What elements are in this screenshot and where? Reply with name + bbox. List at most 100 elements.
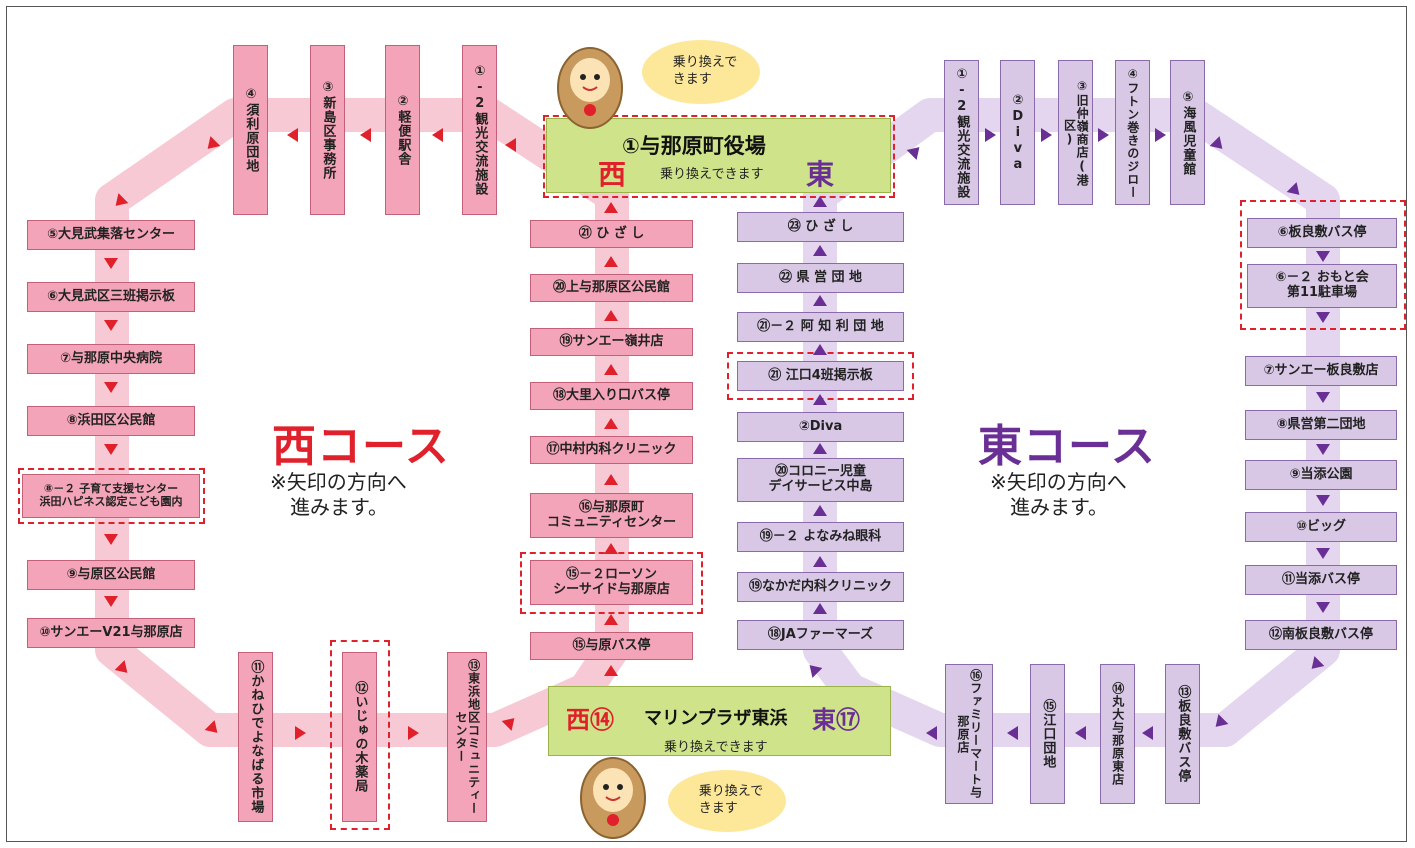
east-stop-19[interactable]: ⑲なかだ内科クリニック [737,572,904,602]
east-arrow-down-1 [1316,251,1330,262]
west-arrow-up-9 [604,202,618,213]
east-arrow-down-7 [1316,602,1330,613]
map-frame [6,6,1407,842]
east-stop-12[interactable]: ⑫南板良敷バス停 [1245,620,1397,650]
east-stop-23[interactable]: ㉓ ひ ざ し [737,212,904,242]
west-arrow-up-6 [604,364,618,375]
east-arrow-left-2 [1075,726,1086,740]
east-arrow-up-8 [813,245,827,256]
west-arrow-up-2 [604,614,618,625]
east-stop-22[interactable]: ㉒ 県 営 団 地 [737,263,904,293]
east-stop-05[interactable]: ⑤海風児童館 [1170,60,1205,205]
east-arrow-right-3 [1098,128,1109,142]
east-stop-02[interactable]: ②Diva [1000,60,1035,205]
east-stop-21-highlight [727,352,914,400]
east-stop-06[interactable]: ⑥板良敷バス停 [1247,218,1397,248]
east-course-title: 東コース [978,421,1156,472]
west-stop-21[interactable]: ㉑ ひ ざ し [530,220,693,248]
east-stop-21[interactable]: ㉑ 江口4班掲示板 [737,361,904,391]
east-stop-19-2[interactable]: ⑲－２ よなみね眼科 [737,522,904,552]
west-arrow-up-3 [604,543,618,554]
bubble-top: 乗り換えで きます [642,40,760,104]
west-stop-03[interactable]: ③新島区事務所 [310,45,345,215]
west-arrow-left-3 [360,128,371,142]
east-arrow-up-4 [813,443,827,454]
west-stop-02[interactable]: ②軽便駅舎 [385,45,420,215]
west-stop-15-2[interactable]: ⑮－２ローソン シーサイド与那原店 [530,560,693,605]
east-arrow-up-7 [813,295,827,306]
west-stop-09[interactable]: ⑨与原区公民館 [27,560,195,590]
east-stop-20[interactable]: ⑳コロニー児童 デイサービス中島 [737,458,904,502]
east-stop-02b[interactable]: ②Diva [737,412,904,442]
east-stop-11[interactable]: ⑪当添バス停 [1245,565,1397,595]
hub-top-east-label: 東 [806,158,835,191]
west-stop-08-2[interactable]: ⑧－２ 子育て支援センター 浜田ハピネス認定こども園内 [22,474,200,518]
east-arrow-down-2 [1316,312,1330,323]
west-stop-10[interactable]: ⑩サンエーV21与那原店 [27,618,195,648]
west-stop-06[interactable]: ⑥大見武区三班掲示板 [27,282,195,312]
east-stop-06-highlight [1240,200,1406,330]
east-stop-21-2[interactable]: ㉑－２ 阿 知 利 団 地 [737,312,904,342]
west-stop-15-2-highlight [520,552,703,614]
east-arrow-up-3 [813,505,827,516]
west-arrow-down-3 [104,382,118,393]
east-stop-04[interactable]: ④フトン巻きのジロー [1115,60,1150,205]
east-stop-08[interactable]: ⑧県営第二団地 [1245,410,1397,440]
west-course-title: 西コース [272,421,450,472]
east-arrow-up-6 [813,344,827,355]
east-arrow-up-2 [813,556,827,567]
west-arrow-down-1 [104,258,118,269]
west-arrow-down-5 [104,534,118,545]
west-arrow-right-2 [408,726,419,740]
west-stop-11[interactable]: ⑪かねひでよなばる市場 [238,652,273,822]
hub-top-name: ①与那原町役場 [622,134,766,158]
east-arrow-up-5 [813,394,827,405]
west-arrow-down-2 [104,320,118,331]
east-stop-03[interactable]: ③旧仲嶺商店(港区) [1058,60,1093,205]
hub-bottom [548,686,891,756]
west-stop-15[interactable]: ⑮与原バス停 [530,632,693,660]
east-arrow-up-9 [813,196,827,207]
east-stop-01-2[interactable]: ①-2観光交流施設 [944,60,979,205]
east-arrow-left-3 [1007,726,1018,740]
east-arrow-down-6 [1316,548,1330,559]
west-stop-01-2[interactable]: ①-2観光交流施設 [462,45,497,215]
hub-top-highlight [543,115,895,198]
west-stop-08[interactable]: ⑧浜田区公民館 [27,406,195,436]
east-stop-06-2[interactable]: ⑥－２ おもと会 第11駐車場 [1247,264,1397,308]
mascot-bottom [580,757,646,839]
west-stop-07[interactable]: ⑦与那原中央病院 [27,344,195,374]
east-stop-14[interactable]: ⑭丸大与那原東店 [1100,664,1135,804]
west-arrow-up-5 [604,418,618,429]
west-stop-16[interactable]: ⑯与那原町 コミュニティセンター [530,493,693,538]
hub-top-sub: 乗り換えできます [660,167,764,182]
hub-bottom-name: マリンプラザ東浜 [644,708,788,729]
west-stop-12[interactable]: ⑫いじゅの木薬局 [342,652,377,822]
east-course-note: ※矢印の方向へ 進みます。 [990,470,1127,519]
east-stop-18[interactable]: ⑱JAファーマーズ [737,620,904,650]
east-stop-15[interactable]: ⑮江口団地 [1030,664,1065,804]
west-stop-05[interactable]: ⑤大見武集落センター [27,220,195,250]
west-stop-17[interactable]: ⑰中村内科クリニック [530,436,693,464]
west-stop-08-2-highlight [18,468,205,524]
east-arrow-right-2 [1041,128,1052,142]
bubble-bottom: 乗り換えで きます [668,770,786,832]
east-stop-07[interactable]: ⑦サンエー板良敷店 [1245,356,1397,386]
east-stop-16[interactable]: ⑯ファミリーマート与那原店 [945,664,993,804]
east-stop-13[interactable]: ⑬板良敷バス停 [1165,664,1200,804]
east-stop-10[interactable]: ⑩ビッグ [1245,512,1397,542]
west-stop-18[interactable]: ⑱大里入り口バス停 [530,382,693,410]
east-arrow-left-4 [926,726,937,740]
west-arrow-left-1 [505,138,516,152]
west-stop-20[interactable]: ⑳上与那原区公民館 [530,274,693,302]
hub-bottom-sub: 乗り換えできます [664,740,768,755]
east-arrow-down-3 [1316,392,1330,403]
west-stop-12-highlight [330,640,390,830]
west-stop-04[interactable]: ④須利原団地 [233,45,268,215]
west-stop-13[interactable]: ⑬東浜地区コミュニティーセンター [447,652,487,822]
east-arrow-down-5 [1316,495,1330,506]
west-stop-19[interactable]: ⑲サンエー嶺井店 [530,328,693,356]
west-arrow-left-2 [432,128,443,142]
east-stop-09[interactable]: ⑨当添公園 [1245,460,1397,490]
